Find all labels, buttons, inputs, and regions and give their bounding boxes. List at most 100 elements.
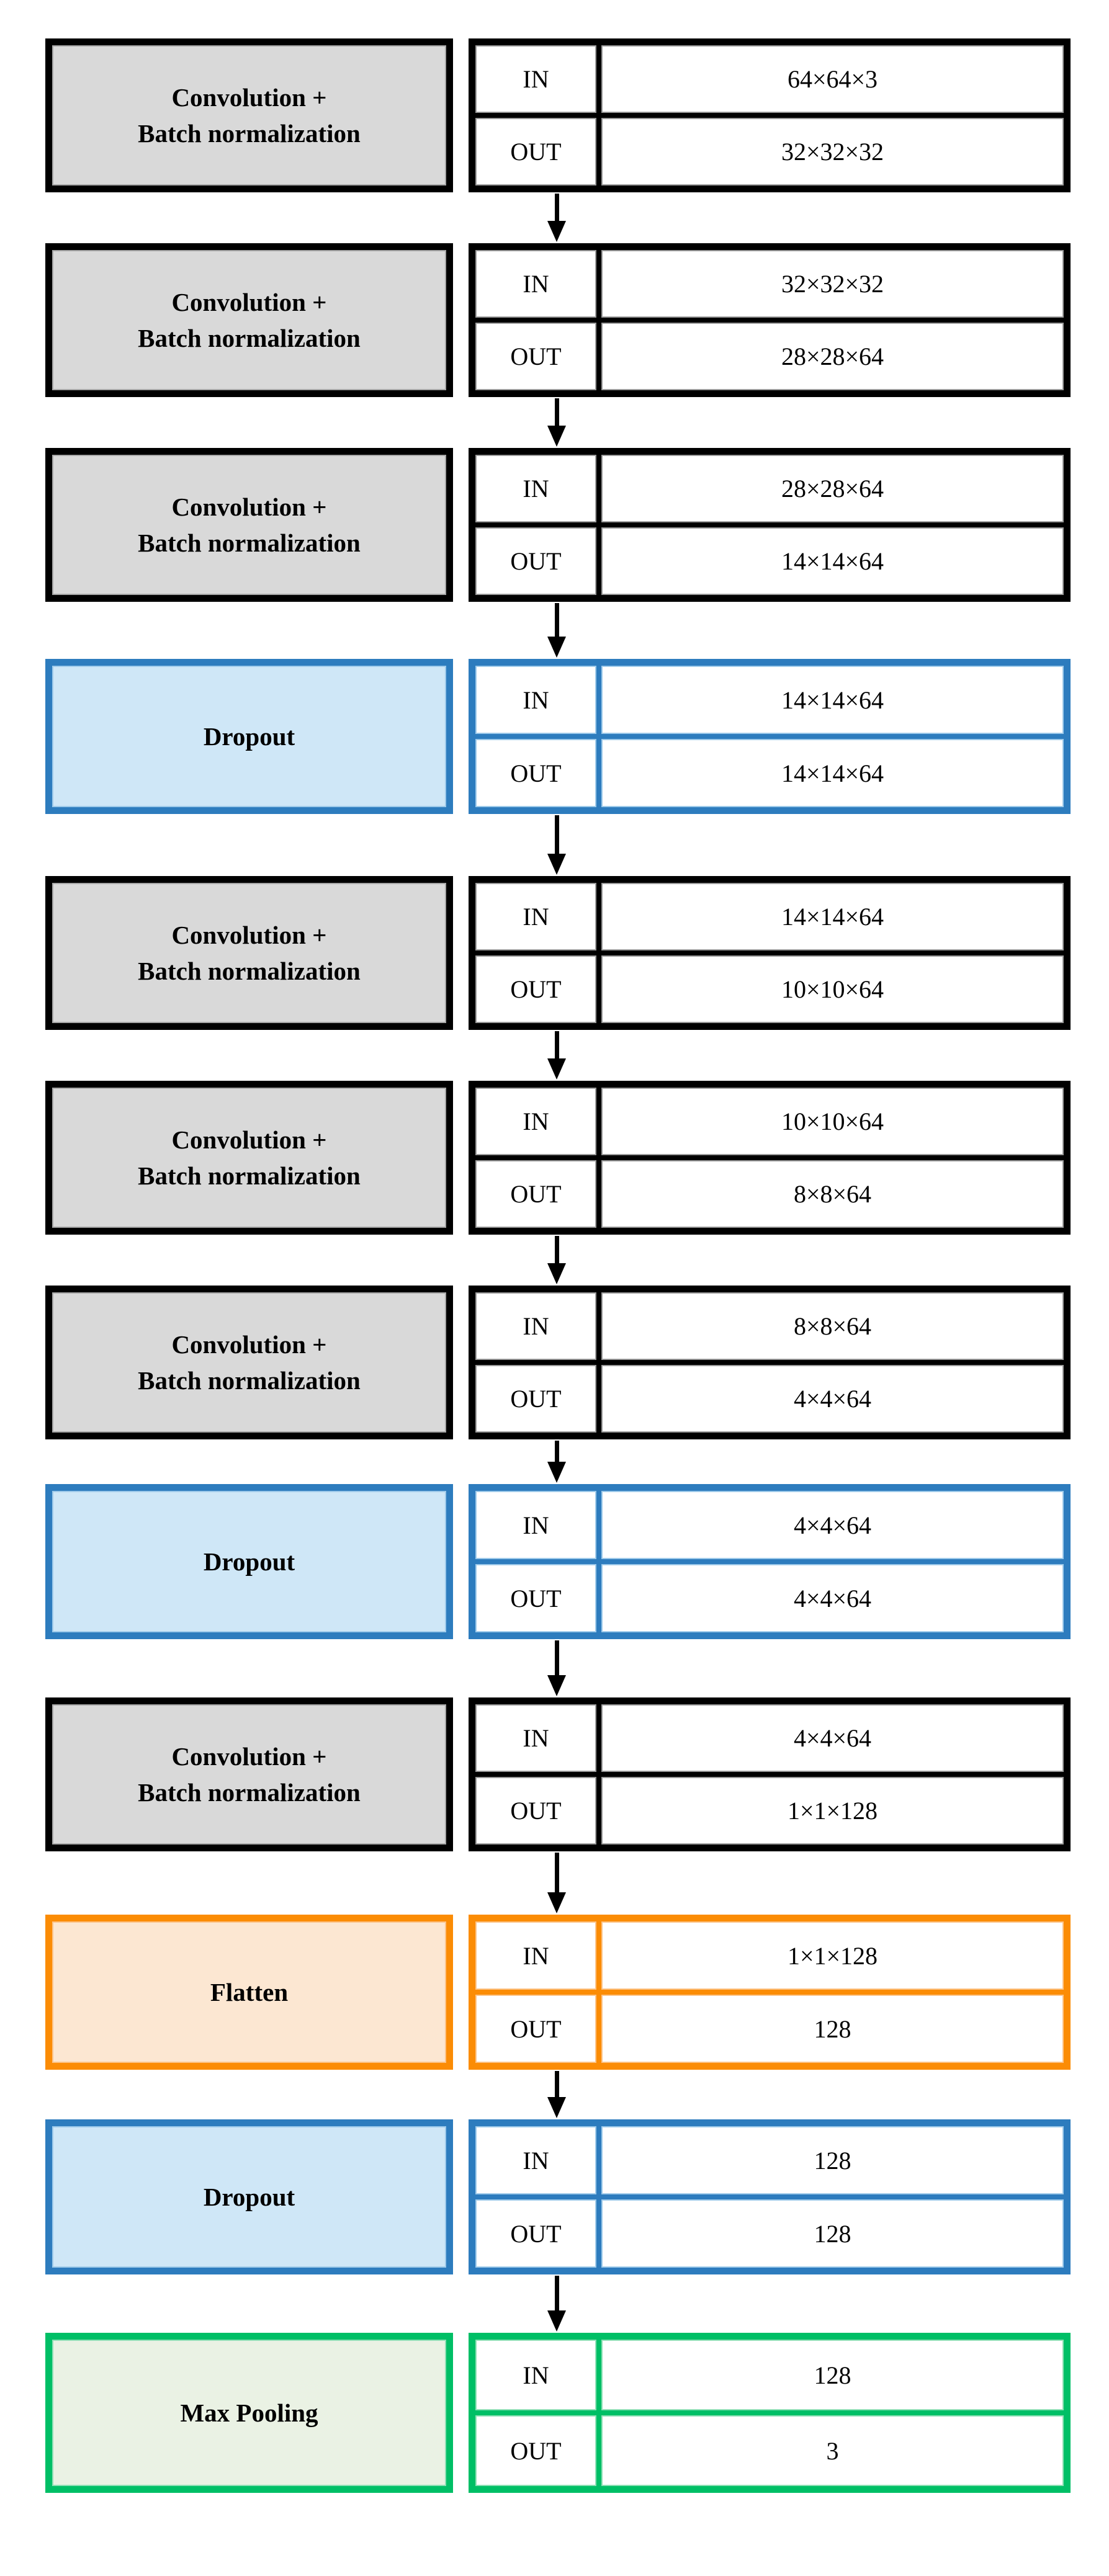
arrow-head: [547, 2097, 566, 2118]
io-value-out: 10×10×64: [600, 954, 1065, 1024]
flow-arrow-icon-3: [545, 603, 570, 658]
layer-label-box-conv-bn-3[interactable]: Convolution +Batch normalization: [45, 448, 453, 602]
layer-label-line: Dropout: [203, 1547, 295, 1576]
arrow-head: [547, 1263, 566, 1284]
layer-label-box-conv-bn-4[interactable]: Convolution + Batch normalization: [45, 876, 453, 1030]
layer-label-line: Convolution +: [171, 287, 327, 316]
layer-label-inner-max-pooling: Max Pooling: [52, 2340, 446, 2486]
layer-label-box-conv-bn-6[interactable]: Convolution + Batch normalization: [45, 1286, 453, 1439]
arrow-shaft: [555, 2071, 559, 2100]
io-key-out: OUT: [474, 1563, 598, 1634]
io-key-out: OUT: [474, 954, 598, 1024]
io-key-out: OUT: [474, 321, 598, 391]
layer-label-box-conv-bn-1[interactable]: Convolution +Batch normalization: [45, 38, 453, 192]
flow-arrow-icon-6: [545, 1236, 570, 1284]
io-value-out: 1×1×128: [600, 1776, 1065, 1846]
io-key-out: OUT: [474, 526, 598, 596]
layer-label-box-dropout-1[interactable]: Dropout: [45, 659, 453, 814]
io-value-out: 3: [600, 2414, 1065, 2487]
io-key-in: IN: [474, 44, 598, 114]
layer-label-inner-dropout-1: Dropout: [52, 666, 446, 807]
layer-label-line: Max Pooling: [180, 2398, 318, 2427]
io-value-in: 14×14×64: [600, 882, 1065, 952]
flow-arrow-icon-4: [545, 815, 570, 875]
io-value-out: 32×32×32: [600, 117, 1065, 187]
layer-label-box-conv-bn-7[interactable]: Convolution +Batch normalization: [45, 1697, 453, 1851]
io-key-in: IN: [474, 249, 598, 319]
io-key-out: OUT: [474, 1776, 598, 1846]
io-key-out: OUT: [474, 738, 598, 808]
io-value-out: 128: [600, 2198, 1065, 2269]
io-key-in: IN: [474, 454, 598, 524]
io-key-out: OUT: [474, 2414, 598, 2487]
layer-label-inner-conv-bn-5: Convolution +Batch normalization: [52, 1088, 446, 1228]
io-key-out: OUT: [474, 1364, 598, 1434]
arrow-head: [547, 1892, 566, 1913]
layer-label-line: Dropout: [203, 722, 295, 751]
flow-arrow-icon-7: [545, 1441, 570, 1483]
flow-arrow-icon-5: [545, 1031, 570, 1080]
layer-label-box-max-pooling[interactable]: Max Pooling: [45, 2333, 453, 2493]
io-value-in: 28×28×64: [600, 454, 1065, 524]
layer-label-line: Convolution +: [171, 83, 327, 112]
arrow-shaft: [555, 815, 559, 856]
arrow-head: [547, 426, 566, 447]
layer-label-line: Convolution +: [171, 920, 327, 949]
layer-label-line: Batch normalization: [138, 1366, 361, 1395]
layer-label-box-conv-bn-2[interactable]: Convolution +Batch normalization: [45, 243, 453, 397]
io-value-in: 8×8×64: [600, 1291, 1065, 1361]
io-value-out: 8×8×64: [600, 1159, 1065, 1229]
flow-arrow-icon-2: [545, 398, 570, 447]
layer-label-line: Convolution +: [171, 1330, 327, 1359]
layer-label-line: Dropout: [203, 2182, 295, 2211]
layer-label-line: Convolution +: [171, 1125, 327, 1154]
layer-label-box-dropout-3[interactable]: Dropout: [45, 2119, 453, 2274]
io-value-out: 4×4×64: [600, 1563, 1065, 1634]
layer-label-line: Batch normalization: [138, 1778, 361, 1807]
io-key-out: OUT: [474, 2198, 598, 2269]
layer-label-box-flatten[interactable]: Flatten: [45, 1915, 453, 2070]
arrow-head: [547, 221, 566, 242]
layer-label-box-conv-bn-5[interactable]: Convolution +Batch normalization: [45, 1081, 453, 1235]
io-key-out: OUT: [474, 1993, 598, 2064]
io-value-out: 28×28×64: [600, 321, 1065, 391]
layer-label-inner-dropout-2: Dropout: [52, 1491, 446, 1632]
io-key-in: IN: [474, 664, 598, 735]
io-key-in: IN: [474, 2338, 598, 2412]
layer-label-box-dropout-2[interactable]: Dropout: [45, 1484, 453, 1639]
io-value-out: 14×14×64: [600, 738, 1065, 808]
io-key-in: IN: [474, 1920, 598, 1991]
layer-label-line: Batch normalization: [138, 957, 361, 985]
